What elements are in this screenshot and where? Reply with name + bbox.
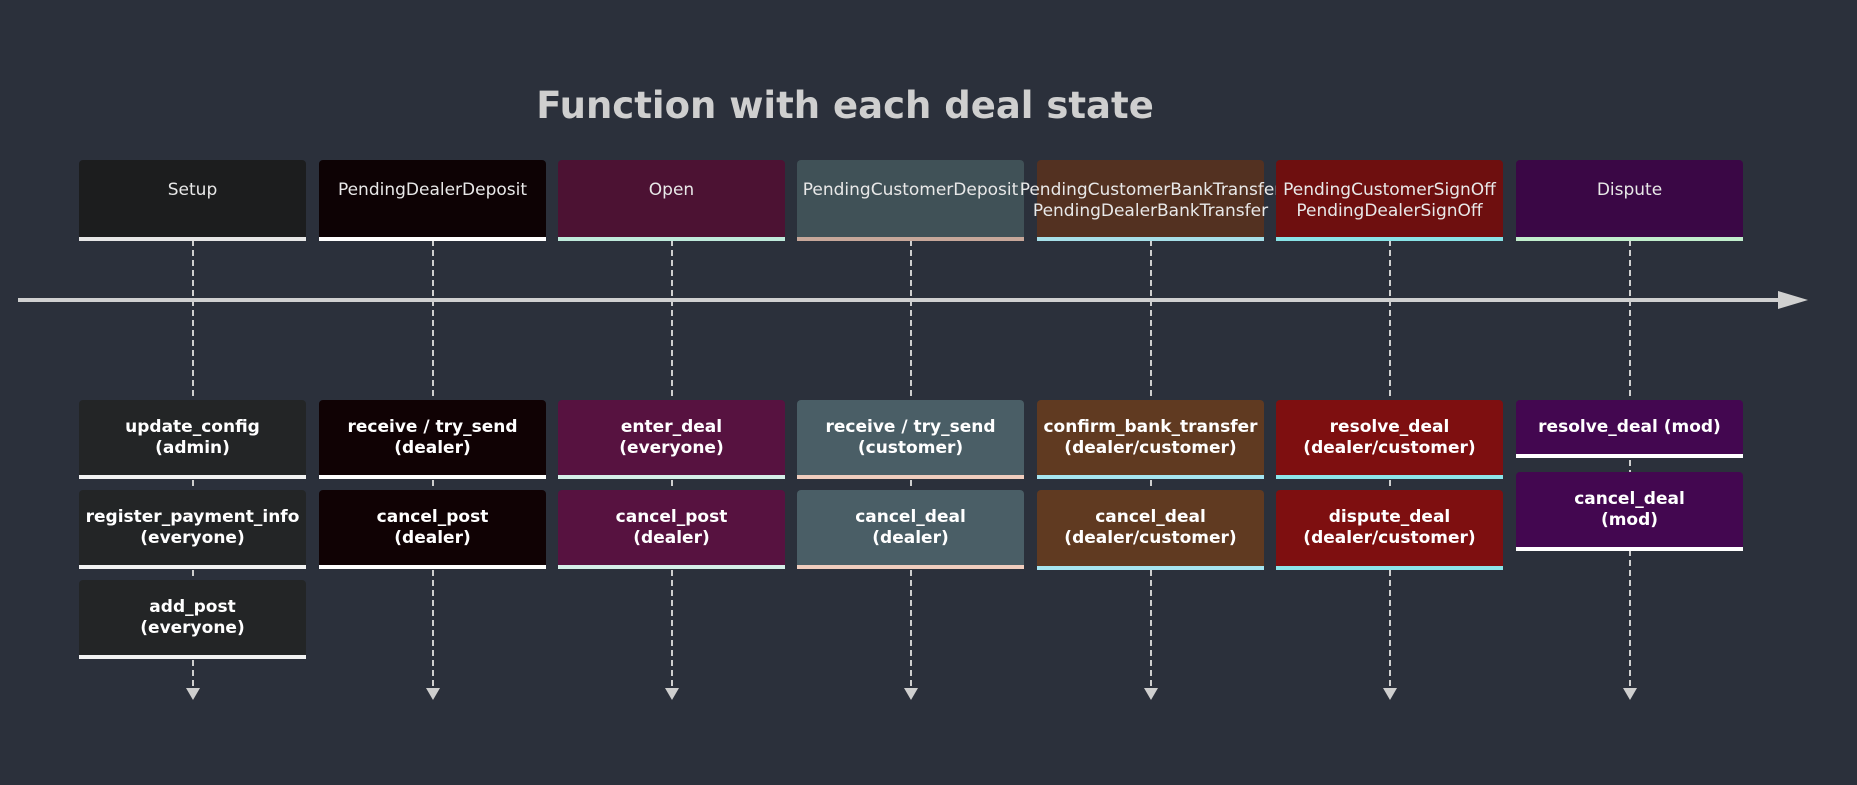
function-card-label: cancel_deal (dealer/customer) — [1064, 507, 1237, 548]
state-header-label: PendingCustomerSignOff PendingDealerSign… — [1283, 180, 1496, 221]
function-card-label: cancel_deal (mod) — [1574, 488, 1685, 530]
function-card: cancel_deal (dealer/customer) — [1037, 490, 1264, 570]
state-header-label: PendingCustomerBankTransfer PendingDeale… — [1019, 180, 1282, 221]
function-card: cancel_deal (dealer) — [797, 490, 1024, 569]
state-header-label: PendingCustomerDeposit — [802, 180, 1019, 200]
function-card-label: add_post (everyone) — [140, 596, 245, 638]
function-card-label: receive / try_send (dealer) — [347, 416, 518, 458]
function-card-label: cancel_post (dealer) — [376, 506, 489, 548]
function-card-label: receive / try_send (customer) — [825, 416, 996, 458]
function-card: receive / try_send (dealer) — [319, 400, 546, 479]
function-card: register_payment_info (everyone) — [79, 490, 306, 569]
function-card-label: enter_deal (everyone) — [619, 416, 724, 458]
function-card: update_config (admin) — [79, 400, 306, 479]
state-header: PendingDealerDeposit — [319, 160, 546, 241]
column-arrowhead — [1622, 688, 1637, 700]
state-header: PendingCustomerBankTransfer PendingDeale… — [1020, 160, 1281, 241]
column-arrowhead — [1143, 688, 1158, 700]
function-card: add_post (everyone) — [79, 580, 306, 659]
state-header-label: Open — [648, 180, 695, 200]
column-arrowhead — [425, 688, 440, 700]
column-lifeline — [1628, 240, 1631, 696]
function-card: cancel_post (dealer) — [319, 490, 546, 569]
function-card: receive / try_send (customer) — [797, 400, 1024, 479]
state-header-label: Setup — [167, 180, 218, 200]
state-header-label: Dispute — [1596, 180, 1663, 200]
state-header-label: PendingDealerDeposit — [337, 180, 528, 200]
column-arrowhead — [903, 688, 918, 700]
column-arrowhead — [1382, 688, 1397, 700]
column-arrowhead — [664, 688, 679, 700]
function-card: dispute_deal (dealer/customer) — [1276, 490, 1503, 570]
state-header: Open — [558, 160, 785, 241]
function-card-label: resolve_deal (dealer/customer) — [1303, 416, 1476, 458]
state-header: PendingCustomerDeposit — [797, 160, 1024, 241]
function-card-label: confirm_bank_transfer (dealer/customer) — [1043, 416, 1258, 458]
function-card-label: update_config (admin) — [125, 416, 260, 458]
function-card-label: register_payment_info (everyone) — [85, 506, 300, 548]
timeline-axis — [18, 298, 1780, 302]
function-card-label: cancel_deal (dealer) — [855, 506, 966, 548]
state-header: PendingCustomerSignOff PendingDealerSign… — [1276, 160, 1503, 241]
function-card-label: cancel_post (dealer) — [615, 506, 728, 548]
function-card: cancel_post (dealer) — [558, 490, 785, 569]
diagram-title: Function with each deal state — [536, 84, 1154, 127]
function-card: resolve_deal (mod) — [1516, 400, 1743, 458]
state-header: Setup — [79, 160, 306, 241]
function-card-label: dispute_deal (dealer/customer) — [1303, 507, 1476, 548]
function-card-label: resolve_deal (mod) — [1538, 416, 1721, 437]
timeline-arrowhead — [1778, 291, 1808, 309]
function-card: cancel_deal (mod) — [1516, 472, 1743, 551]
function-card: enter_deal (everyone) — [558, 400, 785, 479]
function-card: confirm_bank_transfer (dealer/customer) — [1037, 400, 1264, 479]
column-arrowhead — [185, 688, 200, 700]
state-header: Dispute — [1516, 160, 1743, 241]
function-card: resolve_deal (dealer/customer) — [1276, 400, 1503, 479]
